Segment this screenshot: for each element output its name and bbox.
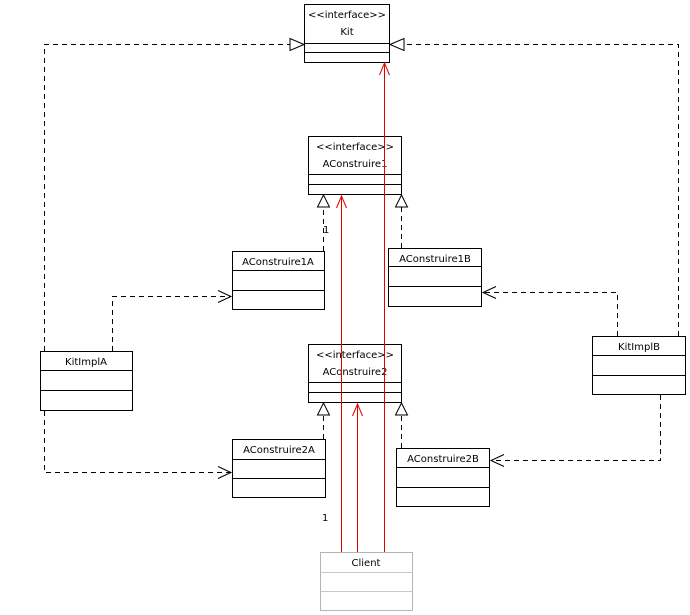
class-aconstruire1b[interactable]: AConstruire1B xyxy=(388,248,482,307)
open-arrowhead-icon xyxy=(217,290,233,303)
aconstruire2b-name: AConstruire2B xyxy=(407,454,479,465)
triangle-arrowhead-icon xyxy=(316,193,331,208)
dependency-kitimpla-aconstruire1a xyxy=(112,296,231,351)
class-aconstruire1[interactable]: <<interface>> AConstruire1 xyxy=(308,136,402,195)
triangle-arrowhead-icon xyxy=(394,193,409,208)
aconstruire2-stereotype: <<interface>> xyxy=(316,350,394,361)
aconstruire1-stereotype: <<interface>> xyxy=(316,142,394,153)
open-arrowhead-icon xyxy=(352,402,363,417)
multiplicity-upper: 1 xyxy=(323,225,329,236)
class-client[interactable]: Client xyxy=(320,552,413,611)
class-kit[interactable]: <<interface>> Kit xyxy=(304,4,390,63)
triangle-arrowhead-icon xyxy=(394,401,409,416)
open-arrowhead-icon xyxy=(489,454,505,467)
kit-stereotype: <<interface>> xyxy=(308,10,386,21)
class-kitimpla[interactable]: KitImplA xyxy=(40,351,133,411)
triangle-arrowhead-icon xyxy=(316,401,331,416)
class-aconstruire2a[interactable]: AConstruire2A xyxy=(232,439,326,498)
dependency-kitimplb-aconstruire1b xyxy=(483,292,618,336)
kit-name: Kit xyxy=(340,27,353,38)
class-aconstruire1a[interactable]: AConstruire1A xyxy=(232,251,325,310)
kitimplb-name: KitImplB xyxy=(618,342,660,353)
aconstruire1-name: AConstruire1 xyxy=(323,159,388,170)
aconstruire1b-name: AConstruire1B xyxy=(399,254,471,265)
kitimpla-name: KitImplA xyxy=(65,357,107,368)
triangle-arrowhead-icon xyxy=(388,37,405,52)
open-arrowhead-icon xyxy=(336,194,347,209)
aconstruire1a-name: AConstruire1A xyxy=(242,257,314,268)
aconstruire2-name: AConstruire2 xyxy=(323,367,388,378)
multiplicity-lower: 1 xyxy=(322,513,328,524)
open-arrowhead-icon xyxy=(379,61,390,76)
client-name: Client xyxy=(352,558,381,569)
dependency-kitimplb-aconstruire2b xyxy=(491,395,661,461)
aconstruire2a-name: AConstruire2A xyxy=(243,445,315,456)
class-aconstruire2[interactable]: <<interface>> AConstruire2 xyxy=(308,344,402,403)
open-arrowhead-icon xyxy=(481,286,497,299)
open-arrowhead-icon xyxy=(217,466,233,479)
class-kitimplb[interactable]: KitImplB xyxy=(592,336,686,395)
realization-kitimplb-kit xyxy=(404,44,679,336)
dependency-kitimpla-aconstruire2a xyxy=(44,411,231,473)
class-aconstruire2b[interactable]: AConstruire2B xyxy=(396,448,490,507)
triangle-arrowhead-icon xyxy=(289,37,306,52)
realization-kitimpla-kit xyxy=(44,44,290,351)
